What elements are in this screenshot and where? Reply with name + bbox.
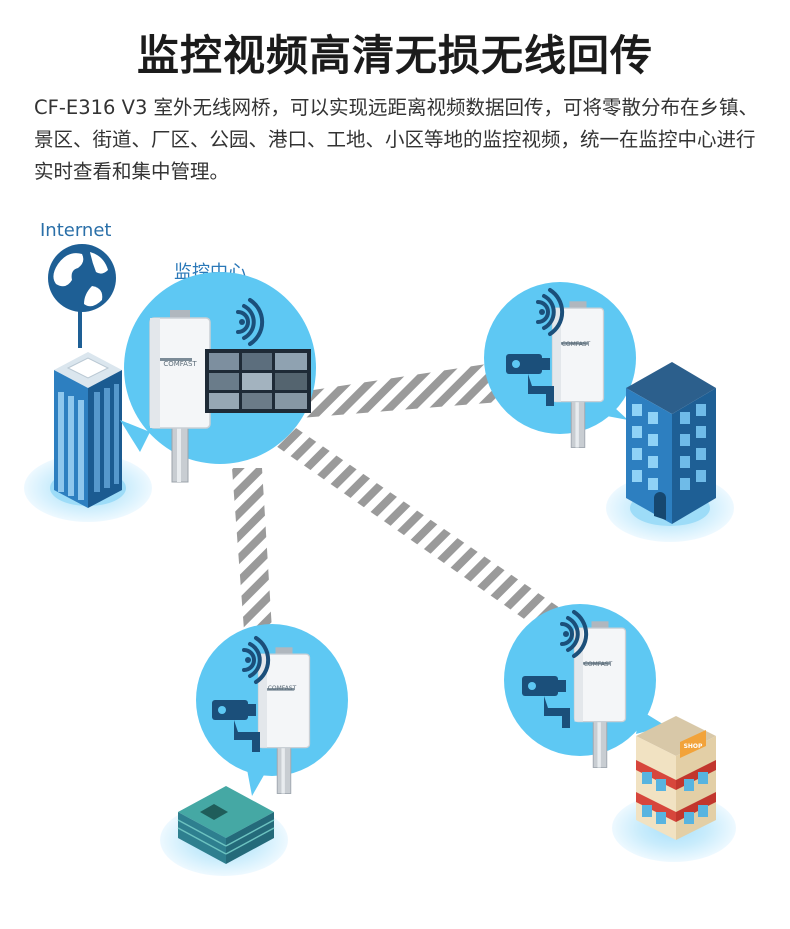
shop-building: SHOP [612, 716, 736, 862]
office-building [606, 362, 734, 542]
video-wall [205, 349, 311, 413]
globe-icon [48, 244, 116, 348]
monitoring-center-building [24, 352, 152, 522]
remote-node-building-bubble: COMFAST [484, 282, 636, 449]
warehouse-building [160, 786, 288, 876]
brand-label: COMFAST [163, 360, 197, 368]
monitoring-center-bubble: COMFAST [120, 272, 316, 483]
brand-label: COMFAST [584, 661, 613, 668]
brand-label: COMFAST [562, 341, 591, 348]
page-title: 监控视频高清无损无线回传 [136, 31, 653, 80]
link-to-shop [276, 428, 560, 630]
shop-sign: SHOP [684, 743, 703, 750]
page-description: CF-E316 V3 室外无线网桥，可以实现远距离视频数据回传，可将零散分布在乡… [34, 96, 759, 183]
internet-label: Internet [40, 220, 112, 241]
link-to-warehouse [232, 468, 272, 630]
link-to-building [300, 362, 500, 418]
brand-label: COMFAST [268, 685, 297, 692]
remote-node-warehouse-bubble: COMFAST [196, 624, 348, 796]
